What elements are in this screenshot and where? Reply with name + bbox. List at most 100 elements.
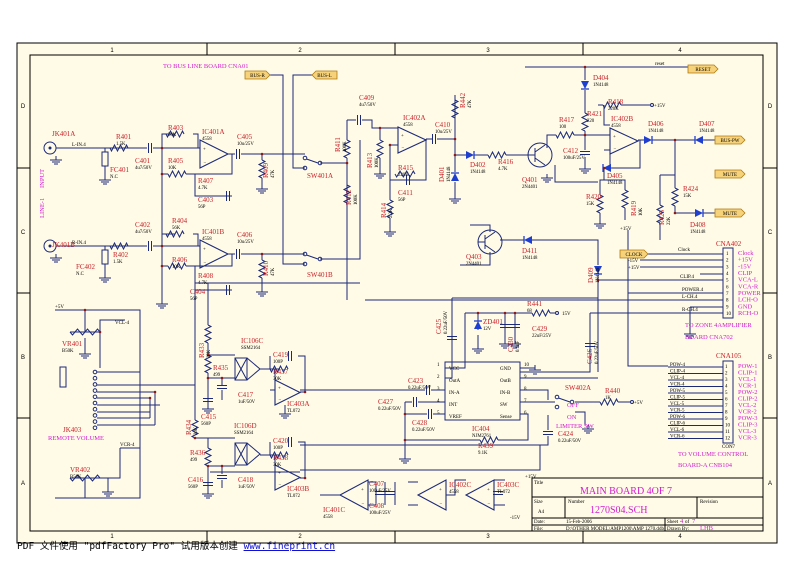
ref-ic401a: IC401A [202, 128, 225, 136]
ground-icon [256, 185, 268, 194]
ref-r405: R405 [168, 157, 184, 165]
ref-r442: R442 [459, 92, 467, 108]
capacitor-symbol [203, 398, 213, 402]
cna105-wire-label: VCR-5 [670, 409, 685, 414]
ref-vr401: VR401 [62, 340, 83, 348]
value-ic404: NJM2761 [472, 434, 492, 439]
wire [460, 252, 491, 266]
value-zd401: 12V [483, 327, 492, 332]
value-r417: 100 [559, 125, 567, 130]
value-r407: 4.7K [198, 186, 208, 191]
value-q401: 2N4401 [522, 185, 538, 190]
value-c425: 0.22uF/50V [444, 310, 449, 334]
column-label: 2 [298, 534, 302, 540]
value-c428: 0.22uF/50V [412, 428, 436, 433]
resistor-symbol [109, 143, 129, 153]
value-r405: 10K [168, 166, 177, 171]
ref-ic404: IC404 [472, 425, 490, 433]
value-d402: 1N4148 [470, 170, 486, 175]
resistor-symbol [580, 112, 590, 132]
ground-icon [279, 410, 291, 419]
column-label: 3 [486, 534, 490, 540]
ferrite-core-symbol [101, 151, 109, 167]
capacitor-symbol [385, 491, 395, 495]
junction-dot [206, 353, 210, 357]
value-d405: 1N4148 [607, 181, 623, 186]
reset-port [687, 64, 719, 74]
junction-dot [193, 436, 197, 440]
ground-icon [102, 488, 114, 497]
plus-sign: + [203, 247, 206, 252]
resistor-symbol [555, 130, 575, 140]
annotation-line1: LINE-1 [39, 198, 46, 218]
ref-c426: C426 [586, 348, 594, 364]
ref-jk401b: JK401B [52, 241, 75, 249]
junction-dot [220, 464, 224, 468]
ref-r406: R406 [172, 256, 188, 264]
jk403-pin [92, 413, 98, 418]
capacitor-symbol [375, 491, 385, 495]
switch-lever [558, 397, 571, 403]
value-c404: 56P [190, 297, 198, 302]
capacitor-symbol [148, 143, 152, 153]
annotation-input: INPUT [39, 169, 46, 188]
ref-jk403: JK403 [63, 426, 82, 434]
value-r440: 1K [605, 396, 611, 401]
value-r408: 4.7K [198, 281, 208, 286]
value-c424: 0.22uF/50V [558, 439, 582, 444]
capacitor-symbol [217, 385, 227, 389]
cna105-pin-name: VCR-1 [738, 383, 757, 390]
jk403-body [59, 366, 67, 388]
cna402-pin-name: RCH-O [738, 310, 759, 317]
value-r410: 47K [271, 267, 276, 276]
opamp-symbol [609, 127, 640, 155]
wire [193, 133, 199, 148]
capacitor-symbol [148, 241, 152, 251]
resistor-symbol [479, 435, 499, 445]
ground-icon [472, 345, 484, 354]
pin-number: 3 [726, 265, 729, 270]
pin-number: 4 [726, 272, 729, 277]
ref-r419: R419 [630, 200, 638, 216]
wire [193, 233, 199, 246]
value-c426: 0.22uF/50V [595, 340, 600, 364]
capacitor-symbol [428, 409, 432, 419]
value-r436: 499 [190, 458, 198, 463]
transistor-leads [528, 144, 546, 166]
plus-sign: + [203, 147, 206, 152]
plus-sign: + [278, 387, 281, 392]
annotation-off: OFF [567, 402, 579, 409]
capacitor-symbol [236, 149, 240, 159]
ic404-pin-right: OutB [500, 379, 512, 384]
resistor-symbol [257, 159, 267, 179]
value-c416: 560P [188, 485, 198, 490]
value-d411: 1N4148 [522, 256, 538, 261]
wire [389, 139, 427, 181]
ref-ic106d: IC106D [234, 422, 257, 430]
pin-number: 4 [437, 399, 440, 404]
switch-contact [302, 251, 308, 257]
switch-contact [554, 404, 560, 410]
annotation-zone-amp-2: BOARD CNA702 [685, 334, 733, 341]
fineprint-link[interactable]: www.fineprint.cn [243, 541, 336, 552]
cna105-wire-label: VCL-4 [670, 376, 685, 381]
ref-r416: R416 [498, 158, 514, 166]
pin-number: 1 [437, 363, 440, 368]
ref-ic106c: IC106C [241, 337, 264, 345]
junction-dot [503, 311, 507, 315]
ref-d402: D402 [470, 161, 486, 169]
row-label: A [21, 481, 25, 487]
jk403-pin [92, 425, 98, 431]
capacitor-symbol [432, 134, 436, 144]
value-r406: 10K [172, 265, 181, 270]
capacitor-symbol [413, 397, 417, 407]
resistor-symbol [109, 241, 129, 251]
ic404-pin-right: SW [500, 403, 508, 408]
diode-symbol [466, 151, 474, 159]
column-label: 1 [110, 534, 114, 540]
pin-number: 7 [524, 399, 527, 404]
ground-icon [156, 300, 168, 309]
supply-terminal [650, 103, 654, 107]
wire-label-r-in: R-IN.4 [72, 241, 87, 246]
junction-dot [303, 390, 307, 394]
